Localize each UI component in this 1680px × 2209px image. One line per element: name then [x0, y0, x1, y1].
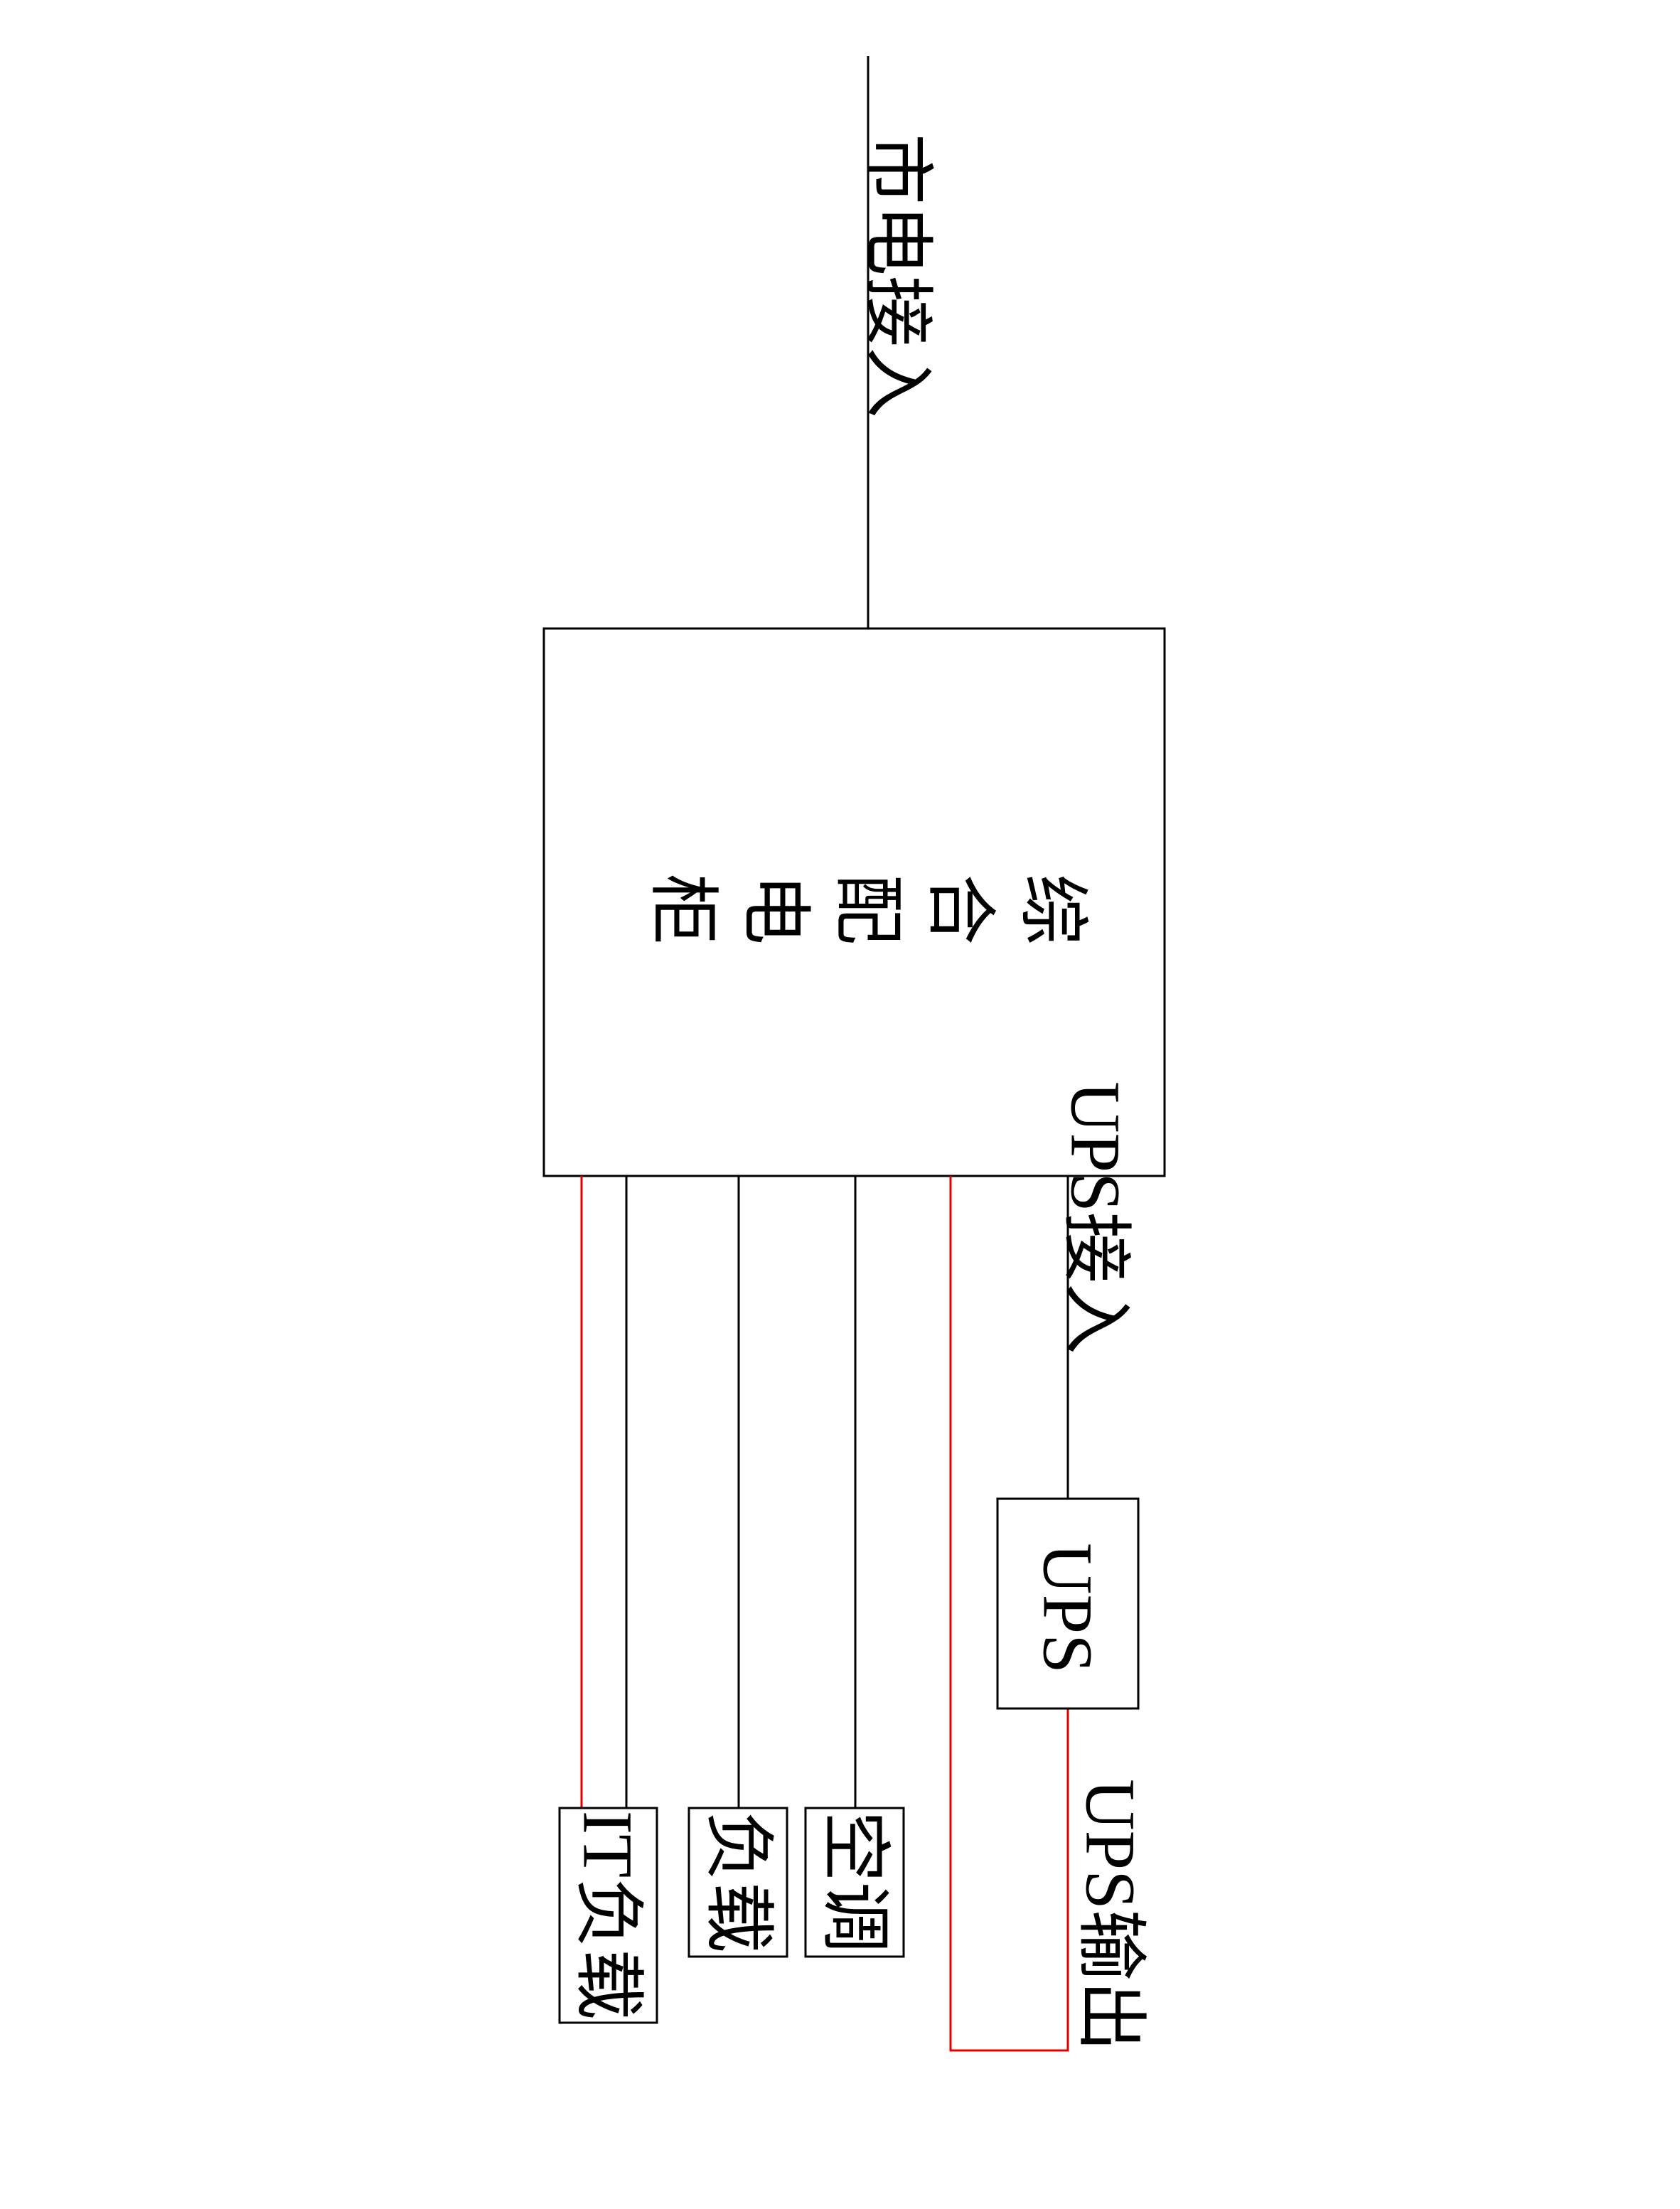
air-conditioning-box [804, 1807, 905, 1958]
cabinet-char: 配 [828, 874, 907, 945]
it-load-box [558, 1807, 658, 2024]
mains-input-label: 市电接入 [858, 134, 937, 418]
it-load-label: IT负载 [569, 1811, 648, 2020]
air-conditioning-label: 空调 [815, 1811, 894, 1953]
cabinet-char: 综 [1013, 874, 1092, 945]
ups-output-label: UPS输出 [1071, 1779, 1150, 2051]
cabinet-char: 电 [736, 874, 815, 945]
ups-label: UPS [1029, 1543, 1108, 1673]
load-box [687, 1807, 788, 1958]
ups-output-line [949, 1176, 1069, 2052]
ups-input-label: UPS接入 [1056, 1081, 1135, 1354]
distribution-cabinet-label: 综 合 配 电 柜 [643, 874, 1092, 945]
ups-box [996, 1497, 1140, 1710]
cabinet-char: 柜 [643, 874, 722, 945]
cabinet-char: 合 [921, 874, 1000, 945]
load-label: 负载 [699, 1811, 778, 1953]
